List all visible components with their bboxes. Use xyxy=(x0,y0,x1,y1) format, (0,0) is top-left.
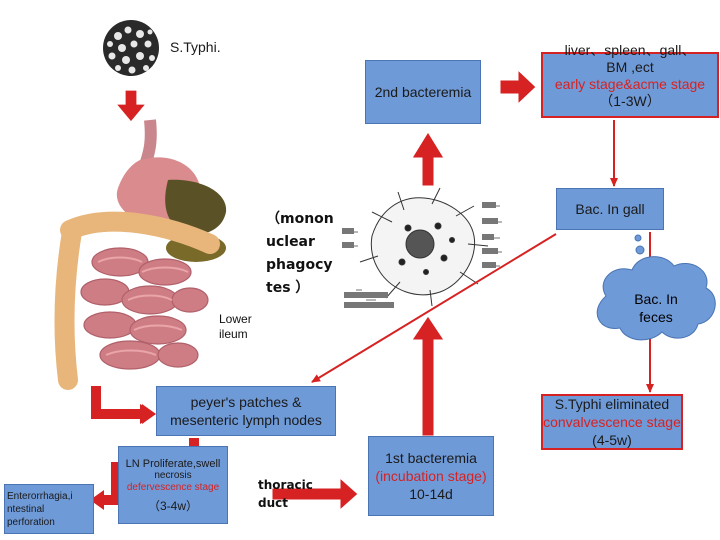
complications-line3: perforation xyxy=(7,516,55,528)
organs-line3: early stage&acme stage xyxy=(554,76,706,92)
lower-ileum-label: Lower ileum xyxy=(219,312,252,342)
mononuclear-phagocytes-label: （monon uclear phagocy tes ） xyxy=(266,208,334,300)
pathogen-label: S.Typhi. xyxy=(170,39,221,55)
arrow-2nd-to-organs xyxy=(499,68,537,106)
first-bacteremia-line1: 1st bacteremia xyxy=(385,450,477,466)
mononuclear-line1: （monon xyxy=(266,211,334,227)
thoracic-line2: duct xyxy=(258,496,288,510)
peyers-line2: mesenteric lymph nodes xyxy=(170,412,322,428)
arrow-gut-to-peyers xyxy=(91,386,156,424)
arrow-pathogen-to-gut xyxy=(114,89,148,123)
bacteria-cluster-icon xyxy=(103,20,159,76)
lower-ileum-line2: ileum xyxy=(219,327,248,341)
bac-in-feces-label: Bac. In feces xyxy=(622,290,690,326)
ln-line1: LN Proliferate,swell xyxy=(125,458,221,470)
arrow-thoracic-to-bacteremia xyxy=(271,476,359,512)
ln-line4: （3-4w） xyxy=(147,499,198,513)
lower-ileum-line1: Lower xyxy=(219,312,252,326)
arrow-1st-to-macrophage xyxy=(411,315,445,437)
organs-line2: BM ,ect xyxy=(606,59,654,75)
second-bacteremia-box: 2nd bacteremia xyxy=(365,60,481,124)
first-bacteremia-line3: 10-14d xyxy=(409,486,453,502)
bac-in-gall-label: Bac. In gall xyxy=(575,201,645,217)
mononuclear-line3: phagocy xyxy=(266,257,333,273)
thoracic-duct-label: thoracic duct xyxy=(258,476,313,512)
organs-line1: liver、spleen、gall、 xyxy=(564,42,696,58)
thoracic-line1: thoracic xyxy=(258,478,313,492)
macrophage-cell-icon xyxy=(342,187,502,308)
ln-line3: defervescence stage xyxy=(126,482,220,493)
eliminated-box: S.Typhi eliminated convalvescence stage … xyxy=(541,394,683,450)
complications-line2: ntestinal xyxy=(7,503,45,515)
bac-in-gall-box: Bac. In gall xyxy=(556,188,664,230)
arrow-up-to-2nd xyxy=(411,131,445,187)
peyers-patches-box: peyer's patches & mesenteric lymph nodes xyxy=(156,386,336,436)
organs-line4: （1-3W） xyxy=(599,93,661,109)
eliminated-line1: S.Typhi eliminated xyxy=(554,396,670,412)
digestive-tract-icon xyxy=(42,119,227,390)
second-bacteremia-label: 2nd bacteremia xyxy=(374,84,472,100)
complications-line1: Enterorrhagia,i xyxy=(7,490,73,502)
first-bacteremia-box: 1st bacteremia (incubation stage) 10-14d xyxy=(368,436,494,516)
arrow-ln-to-complications xyxy=(90,462,121,510)
first-bacteremia-line2: (incubation stage) xyxy=(375,468,487,484)
complications-box: Enterorrhagia,i ntestinal perforation xyxy=(4,484,94,534)
ln-line2: necrosis xyxy=(154,470,192,481)
organs-box: liver、spleen、gall、 BM ,ect early stage&a… xyxy=(541,42,719,118)
eliminated-line3: (4-5w) xyxy=(592,432,632,448)
ln-box: LN Proliferate,swell necrosis defervesce… xyxy=(118,446,228,524)
peyers-line1: peyer's patches & xyxy=(190,394,302,410)
arrow-gall-to-peyers xyxy=(311,233,557,383)
bac-in-feces-text: Bac. In feces xyxy=(634,291,678,325)
eliminated-line2: convalvescence stage xyxy=(543,414,681,430)
feces-cloud-shape xyxy=(596,256,716,341)
mononuclear-line4: tes ） xyxy=(266,280,310,296)
mononuclear-line2: uclear xyxy=(266,234,315,250)
